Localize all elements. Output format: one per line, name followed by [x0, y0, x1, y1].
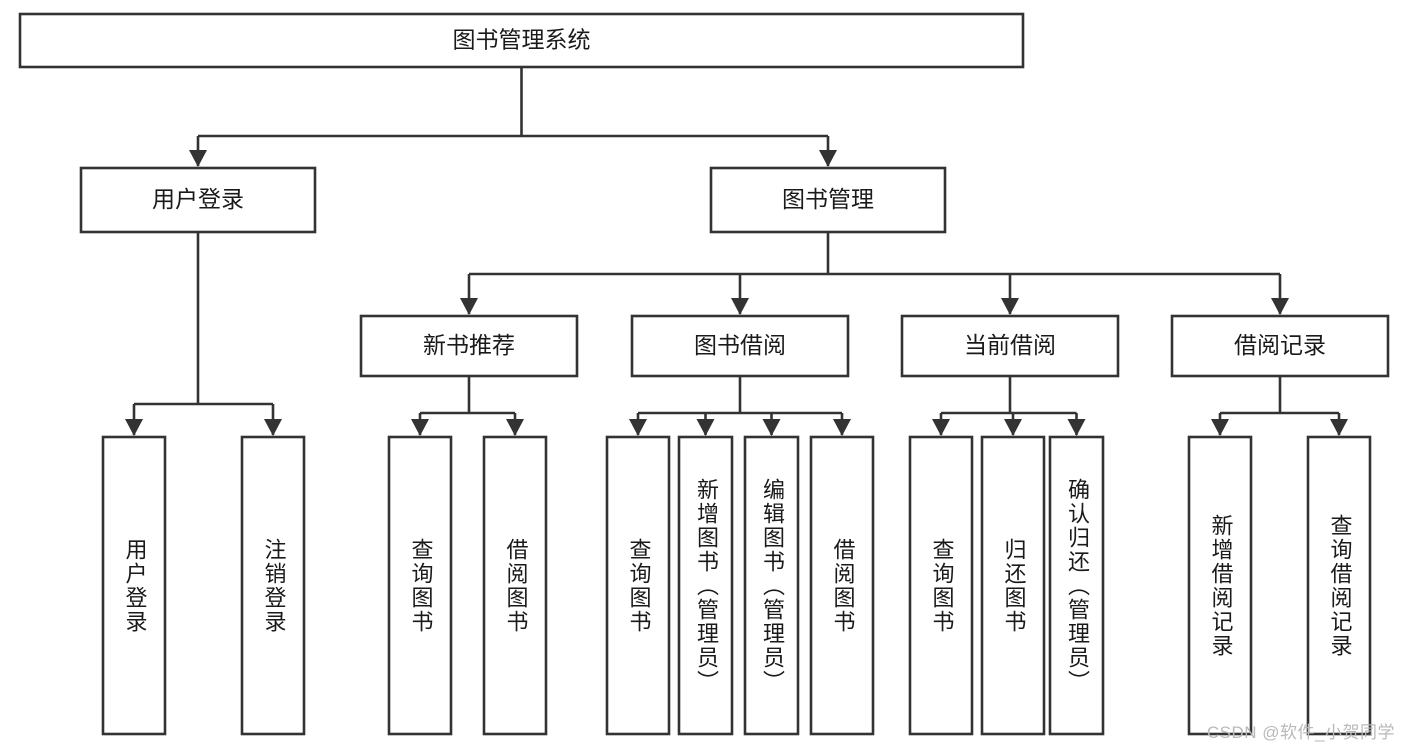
arrow-head-icon	[833, 419, 851, 436]
arrow-head-icon	[1330, 419, 1348, 436]
arrow-head-icon	[1004, 419, 1022, 436]
leaf-node-3-box	[482, 435, 548, 736]
arrow-head-icon	[731, 298, 749, 315]
root-node-label: 图书管理系统	[453, 27, 591, 53]
leaf-node-11-box	[1187, 435, 1253, 736]
level3-node-3-box	[1170, 314, 1390, 378]
level3-node-1-label: 图书借阅	[694, 332, 786, 358]
arrow-head-icon	[1211, 419, 1229, 436]
leaf-node-10-box	[1048, 435, 1105, 736]
arrow-head-icon	[125, 419, 143, 436]
arrow-head-icon	[264, 419, 282, 436]
level2-node-1-label: 图书管理	[782, 186, 874, 212]
leaf-node-5-box	[677, 435, 734, 736]
arrow-head-icon	[696, 419, 715, 436]
level3-node-3-label: 借阅记录	[1234, 332, 1326, 358]
arrow-head-icon	[1001, 298, 1019, 315]
arrow-head-icon	[819, 150, 837, 167]
arrow-head-icon	[1271, 298, 1289, 315]
level2-node-0-box	[79, 166, 317, 234]
level3-node-2-box	[900, 314, 1120, 378]
level3-node-0-box	[359, 314, 579, 378]
arrow-head-icon	[629, 419, 647, 436]
leaf-node-12-box	[1306, 435, 1372, 736]
level3-node-1-box	[630, 314, 850, 378]
arrow-head-icon	[932, 419, 950, 436]
boxes-layer	[18, 12, 1390, 736]
leaf-node-6-box	[743, 435, 800, 736]
leaf-node-2-box	[387, 435, 453, 736]
leaf-node-0-box	[101, 435, 167, 736]
leaf-node-7-box	[809, 435, 875, 736]
arrow-head-icon	[506, 419, 524, 436]
root-node-box	[18, 12, 1025, 69]
leaf-node-9-box	[980, 435, 1046, 736]
level2-node-1-box	[709, 166, 947, 234]
arrow-head-icon	[1067, 419, 1086, 436]
watermark-text: CSDN @软件_小贺同学	[1206, 723, 1395, 742]
connectors-layer	[125, 67, 1348, 436]
leaf-node-8-box	[908, 435, 974, 736]
level2-node-0-label: 用户登录	[152, 186, 244, 212]
arrow-head-icon	[189, 150, 207, 167]
arrow-head-icon	[762, 419, 781, 436]
level3-node-0-label: 新书推荐	[423, 332, 515, 358]
leaf-node-1-box	[240, 435, 306, 736]
leaf-node-4-box	[605, 435, 671, 736]
level3-node-2-label: 当前借阅	[964, 332, 1056, 358]
arrow-head-icon	[411, 419, 429, 436]
arrow-head-icon	[460, 298, 478, 315]
